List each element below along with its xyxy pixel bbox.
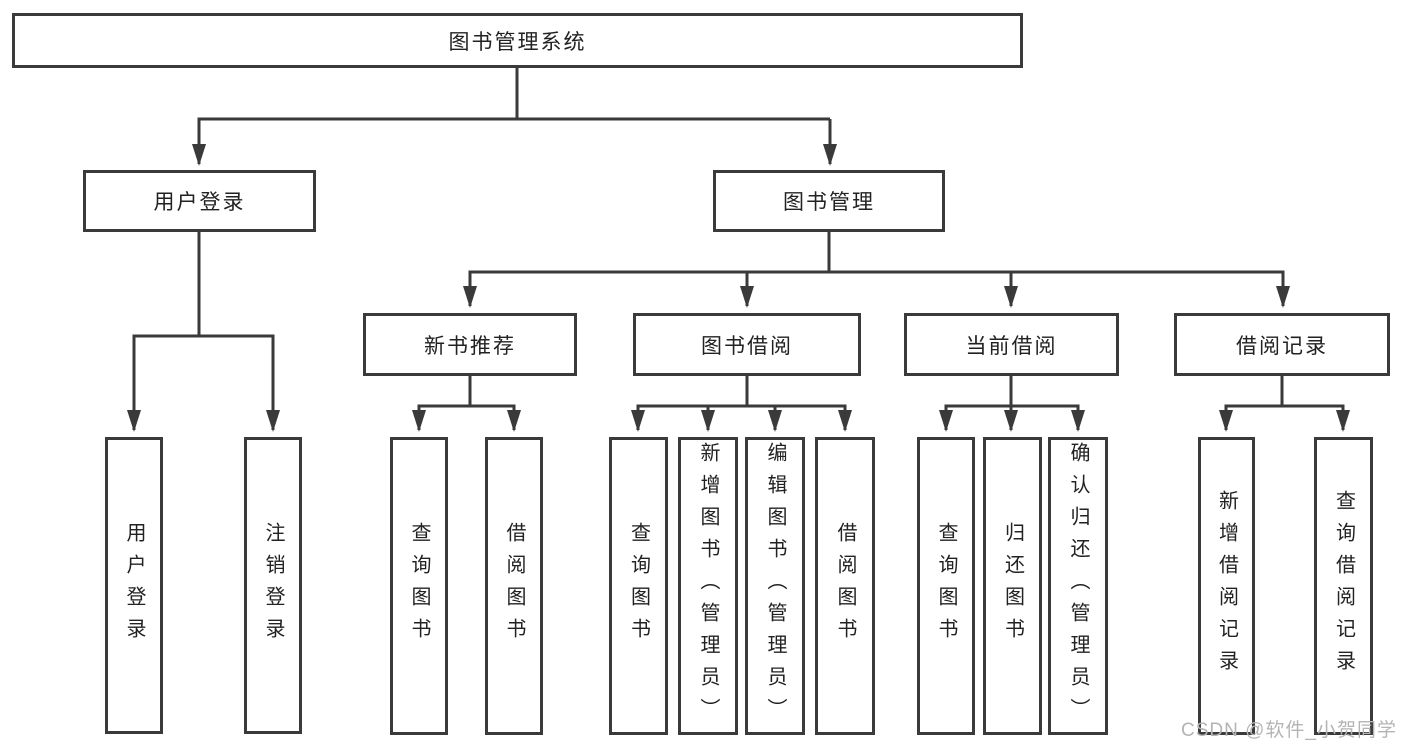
leaf-query-book-current: 查询图书 <box>917 437 975 735</box>
csdn-watermark: CSDN @软件_小贺同学 <box>1181 720 1397 741</box>
node-label: 注销登录 <box>262 521 284 650</box>
node-label: 图书管理系统 <box>448 30 587 54</box>
node-label: 归还图书 <box>1001 522 1024 650</box>
node-library-management-system: 图书管理系统 <box>12 13 1023 68</box>
node-user-login: 用户登录 <box>83 170 316 232</box>
leaf-borrow-book-borrow: 借阅图书 <box>815 437 875 735</box>
node-borrow-records: 借阅记录 <box>1174 313 1390 376</box>
leaf-query-borrow-record: 查询借阅记录 <box>1314 437 1373 735</box>
node-label: 查询图书 <box>935 522 957 650</box>
node-new-book-recommend: 新书推荐 <box>363 313 577 376</box>
node-label: 编辑图书（管理员） <box>764 442 786 730</box>
node-label: 当前借阅 <box>965 334 1058 358</box>
node-label: 查询图书 <box>627 522 650 650</box>
node-label: 借阅图书 <box>834 522 856 650</box>
node-label: 用户登录 <box>123 521 145 650</box>
leaf-query-book-recommend: 查询图书 <box>390 437 448 735</box>
node-label: 新增借阅记录 <box>1215 490 1238 682</box>
node-label: 借阅图书 <box>503 522 525 650</box>
node-label: 图书管理 <box>783 191 875 214</box>
node-label: 新增图书（管理员） <box>697 442 719 730</box>
node-label: 用户登录 <box>153 191 246 214</box>
leaf-query-book-borrow: 查询图书 <box>609 437 668 735</box>
leaf-user-login: 用户登录 <box>105 437 163 734</box>
node-book-management: 图书管理 <box>713 170 945 232</box>
leaf-confirm-return-admin: 确认归还（管理员） <box>1048 437 1108 735</box>
node-book-borrow: 图书借阅 <box>633 313 861 376</box>
leaf-logout: 注销登录 <box>244 437 302 734</box>
node-label: 新书推荐 <box>424 334 516 358</box>
node-label: 借阅记录 <box>1236 334 1328 358</box>
leaf-add-book-admin: 新增图书（管理员） <box>678 437 738 735</box>
node-current-borrow: 当前借阅 <box>904 313 1119 376</box>
leaf-return-book: 归还图书 <box>983 437 1042 735</box>
node-label: 查询图书 <box>408 522 430 650</box>
leaf-add-borrow-record: 新增借阅记录 <box>1198 437 1255 735</box>
node-label: 图书借阅 <box>701 334 793 358</box>
node-label: 查询借阅记录 <box>1332 490 1355 682</box>
node-label: 确认归还（管理员） <box>1067 442 1089 730</box>
leaf-edit-book-admin: 编辑图书（管理员） <box>745 437 805 735</box>
leaf-borrow-book-recommend: 借阅图书 <box>485 437 543 735</box>
